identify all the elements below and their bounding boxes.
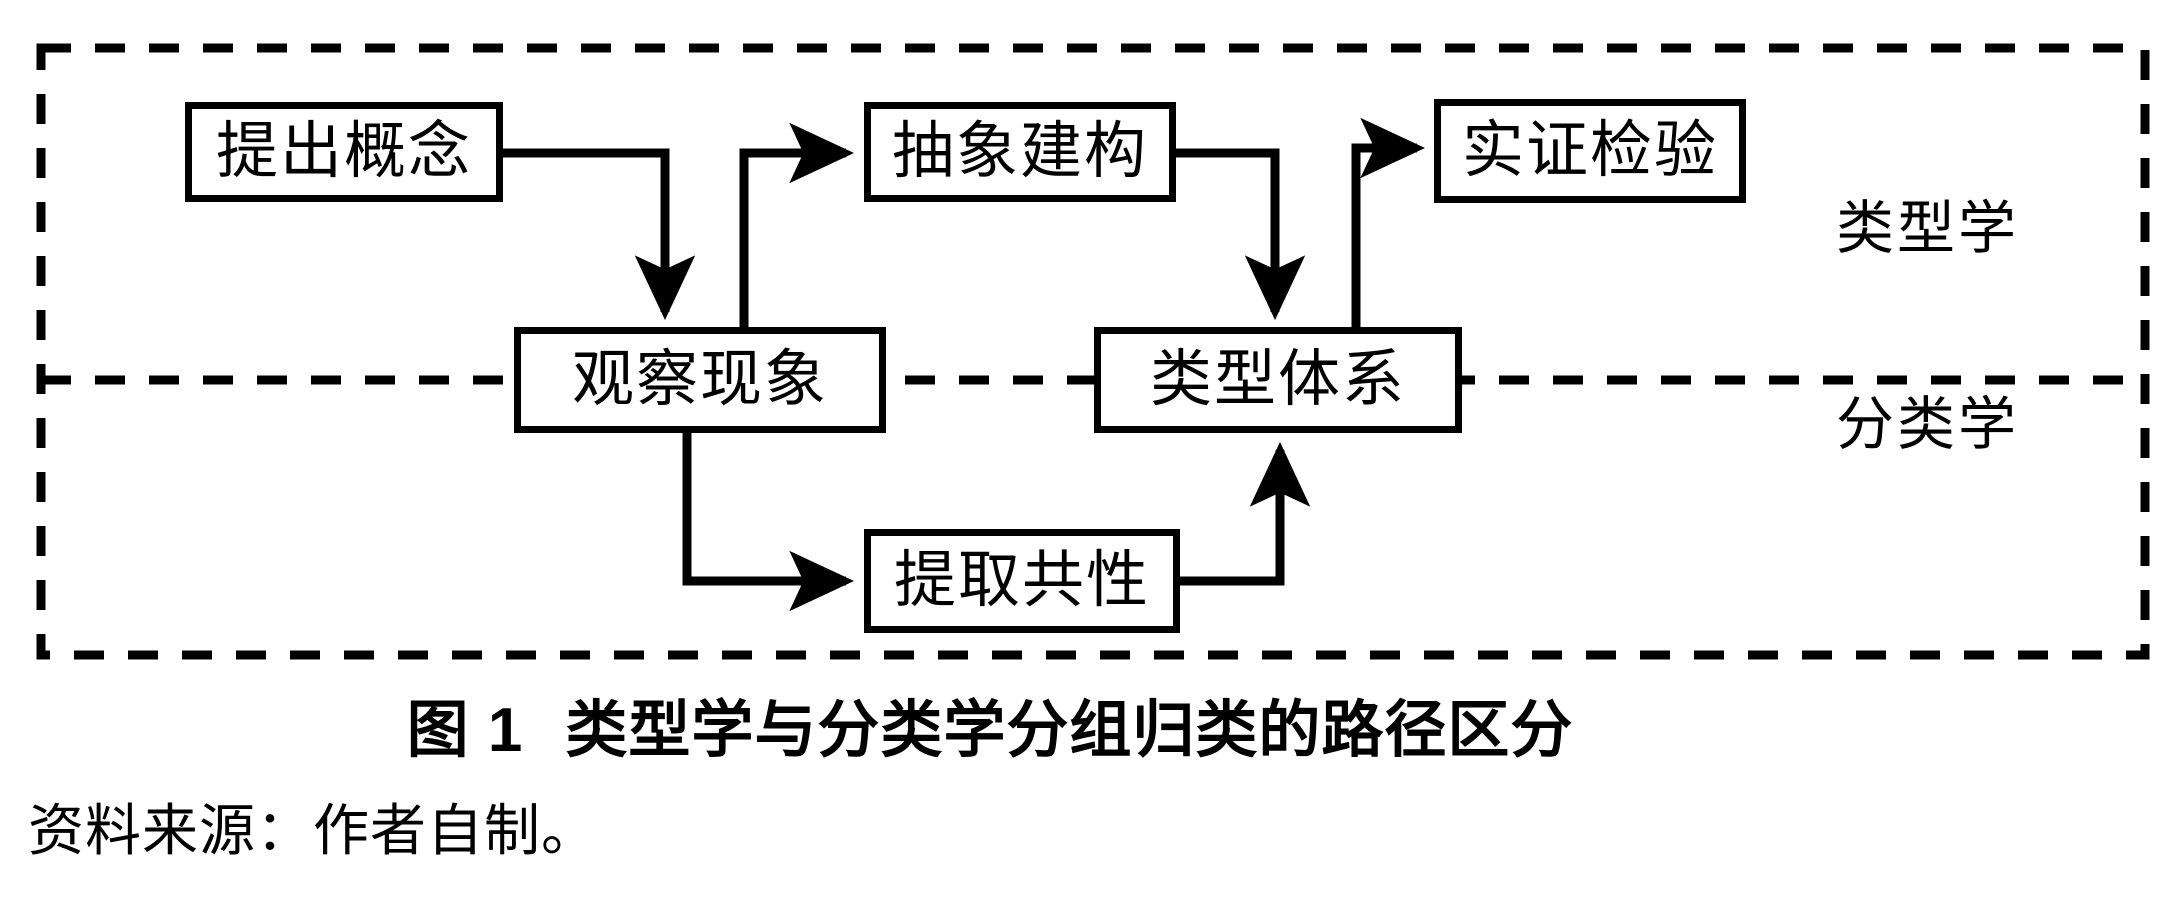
caption-block: 图 1 类型学与分类学分组归类的路径区分 资料来源：作者自制。 <box>0 690 2182 914</box>
node-box-abstract-construction[interactable]: 抽象建构 <box>864 102 1176 202</box>
node-label-empirical-test: 实证检验 <box>1461 117 1718 185</box>
edge-guancha-to-chouxiang <box>739 122 855 327</box>
edge-chouxiang-to-leixing <box>1176 148 1306 321</box>
node-label-propose-concept: 提出概念 <box>215 118 472 186</box>
figure-caption-number: 图 1 <box>406 696 524 765</box>
node-box-empirical-test[interactable]: 实证检验 <box>1434 99 1746 203</box>
figure-source-note: 资料来源：作者自制。 <box>28 801 598 863</box>
diagram-vector-layer <box>36 43 2150 660</box>
region-label-typology: 类型学 <box>1836 196 2020 261</box>
edge-tiqu-to-leixing <box>1180 441 1311 586</box>
node-label-extract-commonality: 提取共性 <box>893 547 1150 615</box>
node-label-observe-phenomena: 观察现象 <box>571 346 828 414</box>
edge-guancha-to-tiqu <box>682 433 855 612</box>
node-label-abstract-construction: 抽象建构 <box>891 118 1148 186</box>
node-label-type-system: 类型体系 <box>1149 346 1406 414</box>
edge-leixing-to-shizheng <box>1351 117 1426 327</box>
figure-caption-title: 类型学与分类学分组归类的路径区分 <box>565 696 1574 765</box>
diagram-canvas: 提出概念 抽象建构 实证检验 观察现象 类型体系 提取共性 类型学 分类学 <box>36 43 2150 660</box>
edge-tichu-to-guancha <box>503 148 696 321</box>
region-label-taxonomy: 分类学 <box>1836 392 2020 457</box>
node-box-type-system[interactable]: 类型体系 <box>1094 327 1462 433</box>
outer-dashed-frame <box>36 43 2150 660</box>
node-box-propose-concept[interactable]: 提出概念 <box>185 102 503 202</box>
node-box-observe-phenomena[interactable]: 观察现象 <box>514 327 886 433</box>
figure-caption: 图 1 类型学与分类学分组归类的路径区分 <box>0 695 1980 766</box>
node-box-extract-commonality[interactable]: 提取共性 <box>864 529 1180 633</box>
